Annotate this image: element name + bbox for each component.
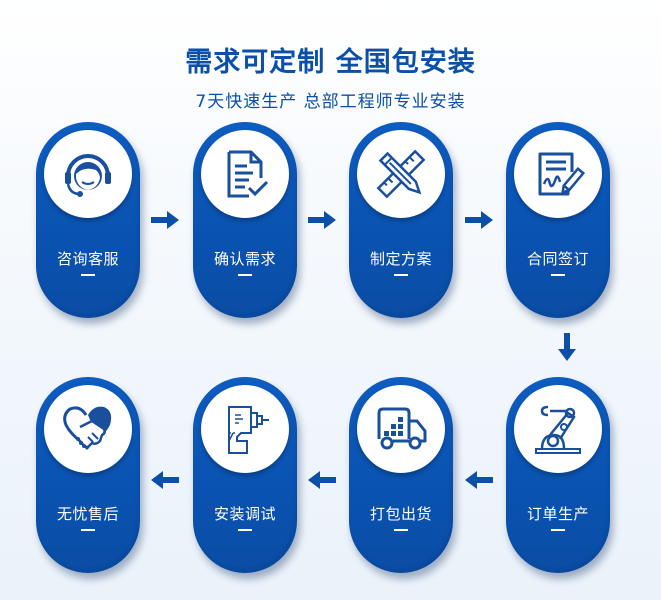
arrow-left-icon	[306, 469, 338, 491]
step-label: 打包出货	[369, 505, 432, 523]
arrow-right-icon	[306, 209, 338, 231]
contract-signature-icon	[514, 130, 602, 218]
label-underline	[81, 274, 95, 276]
step-label: 合同签订	[526, 250, 589, 268]
step-label: 订单生产	[526, 505, 589, 523]
label-underline	[238, 529, 252, 531]
step-label: 咨询客服	[56, 250, 119, 268]
robot-arm-icon	[514, 385, 602, 473]
step-label: 安装调试	[213, 505, 276, 523]
step-after-sales: 无忧售后	[36, 377, 140, 573]
step-make-plan: 制定方案	[349, 122, 453, 318]
heart-handshake-icon	[44, 385, 132, 473]
arrow-right-icon	[149, 209, 181, 231]
step-consult: 咨询客服	[36, 122, 140, 318]
document-check-icon	[201, 130, 289, 218]
step-order-production: 订单生产	[506, 377, 610, 573]
step-label: 确认需求	[213, 250, 276, 268]
label-underline	[551, 529, 565, 531]
arrow-left-icon	[463, 469, 495, 491]
customer-service-headset-icon	[44, 130, 132, 218]
page-title: 需求可定制 全国包安装	[185, 47, 476, 78]
step-confirm-requirements: 确认需求	[193, 122, 297, 318]
step-install-debug: 安装调试	[193, 377, 297, 573]
label-underline	[394, 274, 408, 276]
step-label: 制定方案	[369, 250, 432, 268]
arrow-left-icon	[149, 469, 181, 491]
delivery-truck-icon	[357, 385, 445, 473]
arrow-down-icon	[556, 331, 578, 363]
label-underline	[394, 529, 408, 531]
label-underline	[551, 274, 565, 276]
arrow-right-icon	[463, 209, 495, 231]
ruler-pencil-icon	[357, 130, 445, 218]
label-underline	[81, 529, 95, 531]
step-sign-contract: 合同签订	[506, 122, 610, 318]
page-subtitle: 7天快速生产 总部工程师专业安装	[195, 92, 466, 112]
step-label: 无忧售后	[56, 505, 119, 523]
drill-icon	[201, 385, 289, 473]
step-pack-ship: 打包出货	[349, 377, 453, 573]
label-underline	[238, 274, 252, 276]
